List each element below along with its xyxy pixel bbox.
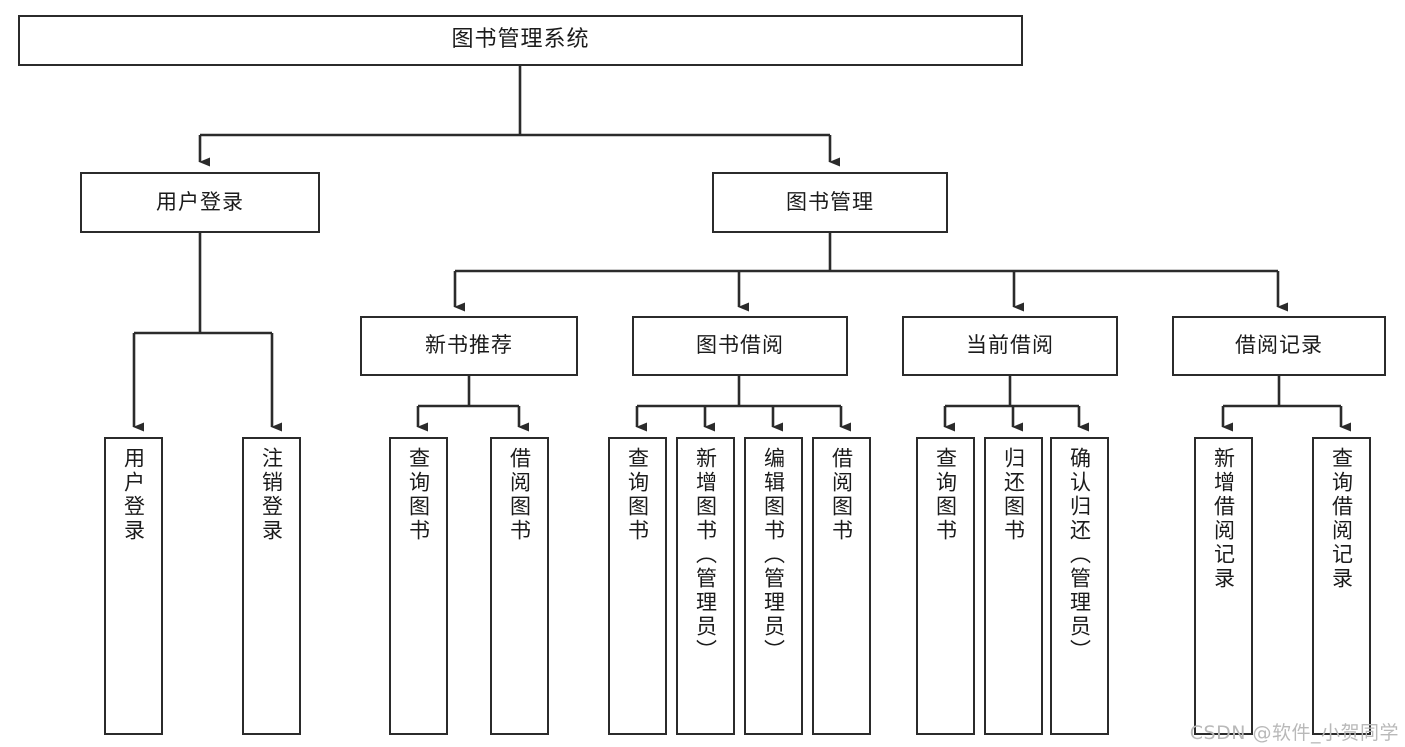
leaf-borrow-book-2-label: 借阅图书	[829, 447, 854, 543]
leaf-return-book-label: 归还图书	[1001, 447, 1026, 543]
node-new-book-recommend[interactable]: 新书推荐	[360, 316, 578, 376]
leaf-query-book-2-label: 查询图书	[625, 447, 650, 543]
leaf-logout-login-label: 注销登录	[259, 447, 284, 543]
node-book-manage[interactable]: 图书管理	[712, 172, 948, 233]
node-borrow-record-label: 借阅记录	[1235, 333, 1323, 358]
node-current-borrow-label: 当前借阅	[966, 333, 1054, 358]
leaf-borrow-book-1-label: 借阅图书	[507, 447, 532, 543]
leaf-confirm-return[interactable]: 确认归还（管理员）	[1050, 437, 1109, 735]
leaf-add-book[interactable]: 新增图书（管理员）	[676, 437, 735, 735]
leaf-return-book[interactable]: 归还图书	[984, 437, 1043, 735]
leaf-edit-book-label: 编辑图书（管理员）	[761, 447, 786, 663]
leaf-confirm-return-label: 确认归还（管理员）	[1067, 447, 1092, 663]
leaf-borrow-book-1[interactable]: 借阅图书	[490, 437, 549, 735]
node-borrow-record[interactable]: 借阅记录	[1172, 316, 1386, 376]
node-book-manage-label: 图书管理	[786, 189, 874, 214]
node-user-login[interactable]: 用户登录	[80, 172, 320, 233]
leaf-logout-login[interactable]: 注销登录	[242, 437, 301, 735]
node-book-borrow[interactable]: 图书借阅	[632, 316, 848, 376]
leaf-query-book-3-label: 查询图书	[933, 447, 958, 543]
leaf-query-book-1-label: 查询图书	[406, 447, 431, 543]
node-user-login-label: 用户登录	[156, 189, 244, 214]
leaf-query-book-1[interactable]: 查询图书	[389, 437, 448, 735]
leaf-add-record-label: 新增借阅记录	[1211, 447, 1236, 591]
node-new-book-recommend-label: 新书推荐	[425, 333, 513, 358]
leaf-query-book-2[interactable]: 查询图书	[608, 437, 667, 735]
leaf-edit-book[interactable]: 编辑图书（管理员）	[744, 437, 803, 735]
leaf-add-record[interactable]: 新增借阅记录	[1194, 437, 1253, 735]
leaf-user-login[interactable]: 用户登录	[104, 437, 163, 735]
leaf-borrow-book-2[interactable]: 借阅图书	[812, 437, 871, 735]
leaf-query-book-3[interactable]: 查询图书	[916, 437, 975, 735]
watermark-text: CSDN @软件_小贺同学	[1189, 722, 1399, 744]
node-root[interactable]: 图书管理系统	[18, 15, 1023, 66]
node-root-label: 图书管理系统	[451, 27, 590, 53]
node-current-borrow[interactable]: 当前借阅	[902, 316, 1118, 376]
leaf-query-record[interactable]: 查询借阅记录	[1312, 437, 1371, 735]
leaf-query-record-label: 查询借阅记录	[1329, 447, 1354, 591]
node-book-borrow-label: 图书借阅	[696, 333, 784, 358]
leaf-add-book-label: 新增图书（管理员）	[693, 447, 718, 663]
leaf-user-login-label: 用户登录	[121, 447, 146, 543]
